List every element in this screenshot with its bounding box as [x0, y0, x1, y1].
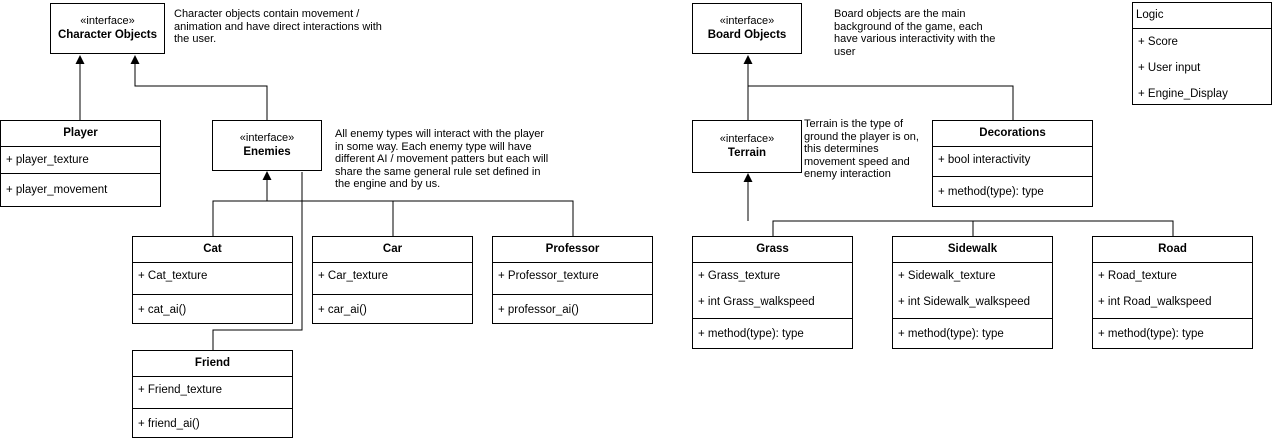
board-objects-interface[interactable]: «interface» Board Objects — [692, 3, 802, 54]
friend-link — [212, 172, 303, 350]
class-attribute: + Cat_texture — [138, 270, 208, 282]
class-method: + professor_ai() — [498, 304, 579, 316]
road-class[interactable]: Road + Road_texture + int Road_walkspeed… — [1092, 236, 1253, 349]
class-method: + cat_ai() — [138, 304, 187, 316]
professor-class[interactable]: Professor + Professor_texture + professo… — [492, 236, 653, 324]
decorations-class[interactable]: Decorations + bool interactivity + metho… — [932, 120, 1093, 207]
class-attribute: + Professor_texture — [498, 270, 599, 282]
note-line: in some way. Each enemy type will have — [335, 140, 532, 153]
class-method: + method(type): type — [698, 328, 804, 340]
enemies-to-character-arrow — [130, 55, 268, 120]
note-line: All enemy types will interact with the p… — [335, 128, 545, 140]
class-method: + method(type): type — [938, 186, 1044, 198]
class-name: Professor — [493, 237, 652, 263]
class-name: Grass — [693, 237, 852, 263]
class-method: + friend_ai() — [138, 418, 200, 430]
car-class[interactable]: Car + Car_texture + car_ai() — [312, 236, 473, 324]
terrain-interface[interactable]: «interface» Terrain — [692, 120, 802, 173]
logic-item: + Engine_Display — [1138, 88, 1228, 100]
enemies-interface[interactable]: «interface» Enemies — [212, 120, 322, 171]
note-line: the engine and by us. — [335, 178, 441, 191]
grass-class[interactable]: Grass + Grass_texture + int Grass_walksp… — [692, 236, 853, 349]
character-note: Character objects contain movement / ani… — [174, 8, 434, 46]
logic-title: Logic — [1133, 3, 1271, 29]
logic-box[interactable]: Logic + Score + User input + Engine_Disp… — [1132, 2, 1272, 105]
note-line: this determines — [804, 143, 879, 156]
note-line: user — [834, 45, 856, 58]
stereotype-label: «interface» — [239, 132, 295, 144]
stereotype-label: «interface» — [719, 15, 775, 27]
class-name: Sidewalk — [893, 237, 1052, 263]
class-name: Player — [1, 121, 160, 147]
class-attribute: + bool interactivity — [938, 154, 1031, 166]
note-line: different AI / movement patters but each… — [335, 153, 549, 166]
interface-name: Board Objects — [707, 29, 787, 41]
class-method: + method(type): type — [1098, 328, 1204, 340]
class-name: Car — [313, 237, 472, 263]
class-attribute: + int Road_walkspeed — [1098, 296, 1212, 308]
class-method: + method(type): type — [898, 328, 1004, 340]
interface-name: Character Objects — [57, 29, 158, 41]
logic-item: + User input — [1138, 62, 1201, 74]
class-attribute: + Friend_texture — [138, 384, 223, 396]
class-attribute: + Sidewalk_texture — [898, 270, 996, 282]
note-line: enemy interaction — [804, 168, 891, 181]
note-line: movement speed and — [804, 155, 910, 168]
stereotype-label: «interface» — [719, 133, 775, 145]
class-method: + player_movement — [6, 184, 108, 196]
class-method: + car_ai() — [318, 304, 367, 316]
terrain-note: Terrain is the type of ground the player… — [804, 118, 934, 181]
stereotype-label: «interface» — [80, 15, 135, 27]
note-line: the user. — [174, 33, 217, 46]
enemies-note: All enemy types will interact with the p… — [335, 128, 595, 191]
class-attribute: + Car_texture — [318, 270, 388, 282]
logic-item: + Score — [1138, 36, 1178, 48]
sidewalk-class[interactable]: Sidewalk + Sidewalk_texture + int Sidewa… — [892, 236, 1053, 349]
note-line: Terrain is the type of — [804, 118, 904, 130]
note-line: background of the game, each — [834, 20, 983, 33]
class-name: Friend — [133, 351, 292, 377]
decorations-to-board-link — [748, 85, 1014, 120]
class-name: Decorations — [933, 121, 1092, 147]
interface-name: Enemies — [243, 146, 291, 158]
note-line: ground the player is on, — [804, 130, 919, 143]
note-line: animation and have direct interactions w… — [174, 20, 382, 33]
class-attribute: + Road_texture — [1098, 270, 1177, 282]
note-line: Board objects are the main — [834, 8, 966, 20]
class-attribute: + Grass_texture — [698, 270, 781, 282]
class-attribute: + int Grass_walkspeed — [698, 296, 815, 308]
note-line: share the same general rule set defined … — [335, 165, 541, 178]
player-class[interactable]: Player + player_texture + player_movemen… — [0, 120, 161, 207]
class-name: Cat — [133, 237, 292, 263]
class-name: Road — [1093, 237, 1252, 263]
cat-class[interactable]: Cat + Cat_texture + cat_ai() — [132, 236, 293, 324]
class-attribute: + int Sidewalk_walkspeed — [898, 296, 1031, 308]
note-line: have various interactivity with the — [834, 33, 996, 46]
interface-name: Terrain — [727, 147, 767, 159]
class-attribute: + player_texture — [6, 154, 89, 166]
board-note: Board objects are the main background of… — [834, 8, 1034, 58]
character-objects-interface[interactable]: «interface» Character Objects — [50, 3, 165, 54]
friend-class[interactable]: Friend + Friend_texture + friend_ai() — [132, 350, 293, 438]
note-line: Character objects contain movement / — [174, 8, 360, 20]
